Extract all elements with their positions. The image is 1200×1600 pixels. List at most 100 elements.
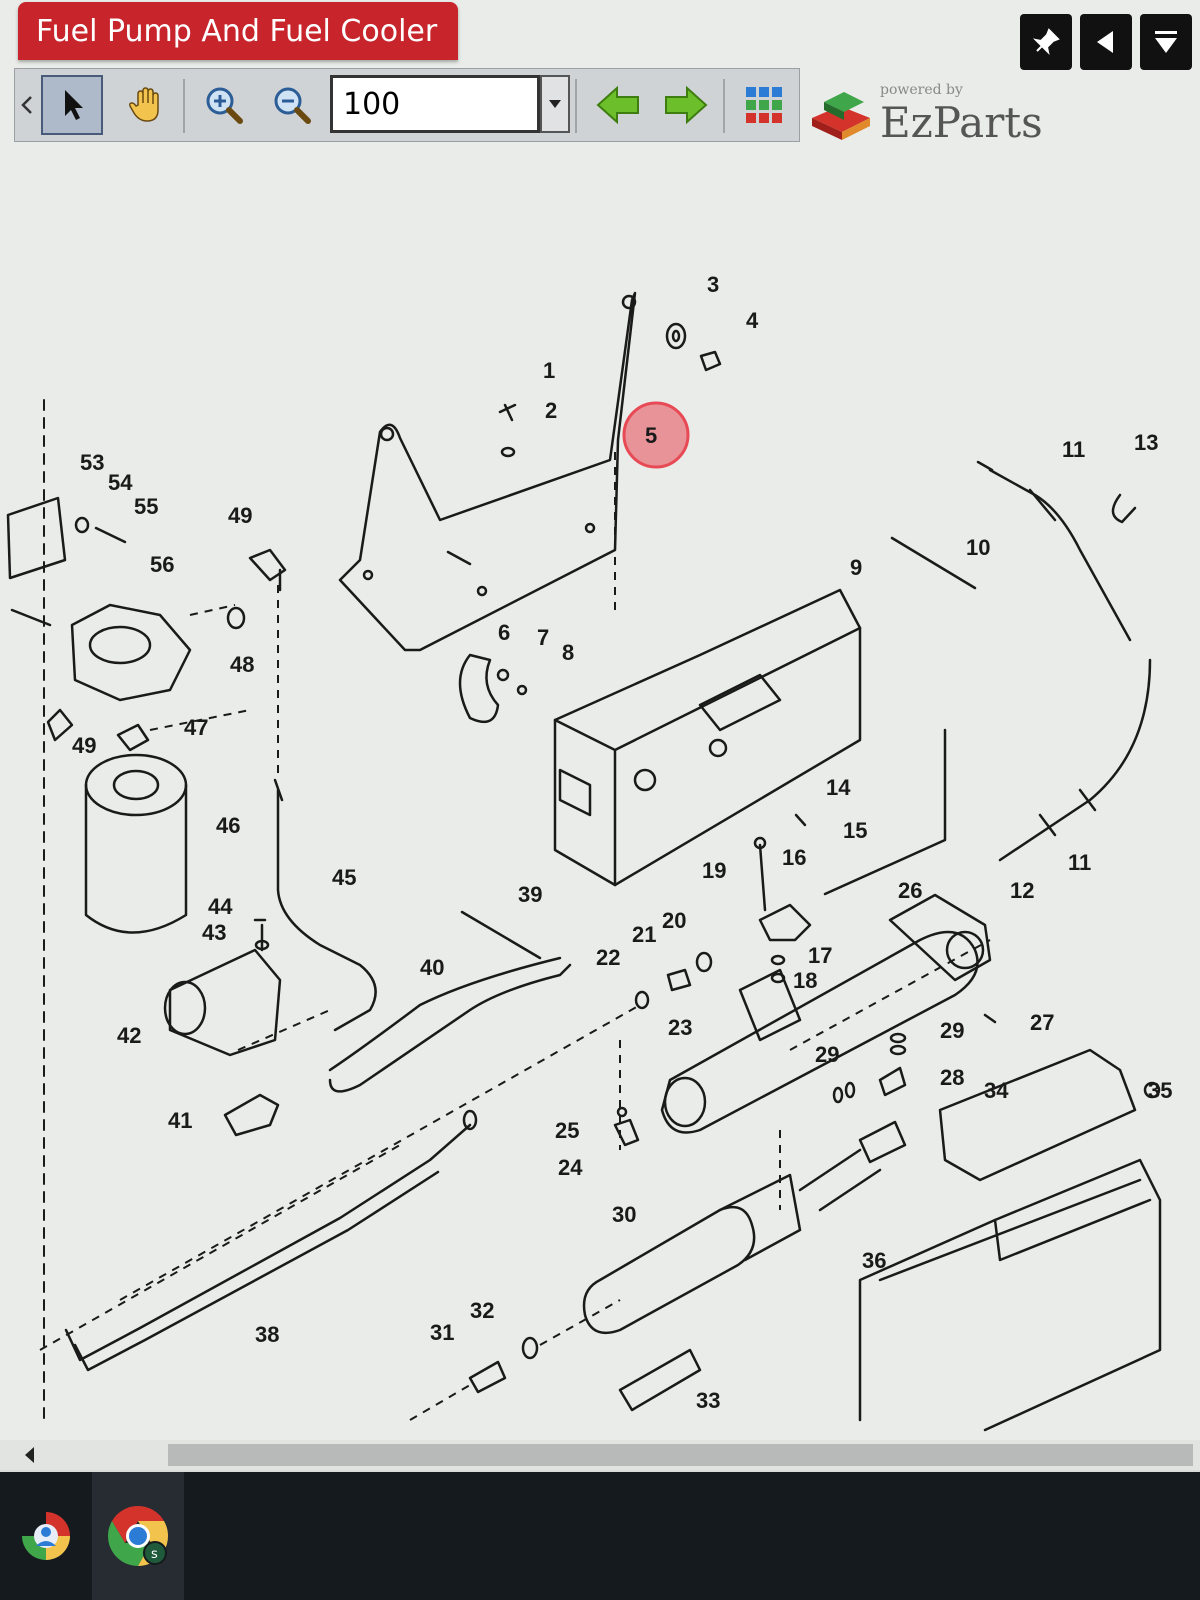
next-page-button[interactable] [655, 75, 717, 135]
page-title-text: Fuel Pump And Fuel Cooler [36, 13, 438, 49]
callout-label[interactable]: 14 [826, 775, 851, 800]
callout-label[interactable]: 43 [202, 920, 226, 945]
callout-label[interactable]: 53 [80, 450, 104, 475]
callout-label[interactable]: 6 [498, 620, 510, 645]
callout-label[interactable]: 21 [632, 922, 656, 947]
callout-label[interactable]: 56 [150, 552, 174, 577]
callout-label[interactable]: 36 [862, 1248, 886, 1273]
zoom-out-button[interactable] [261, 75, 323, 135]
callout-label[interactable]: 42 [117, 1023, 141, 1048]
profile-badge-icon: s [151, 1547, 158, 1562]
pin-icon [1032, 28, 1060, 56]
callout-label[interactable]: 27 [1030, 1010, 1054, 1035]
chevron-down-icon [549, 100, 561, 108]
contacts-app-icon [22, 1512, 70, 1560]
callout-label[interactable]: 22 [596, 945, 620, 970]
zoom-in-icon [206, 87, 243, 124]
callout-label[interactable]: 4 [746, 308, 759, 333]
exploded-view-drawing: 1 2 3 4 6 7 8 9 10 11 11 12 13 14 15 16 … [6, 272, 1172, 1432]
toolbar-separator [183, 79, 185, 133]
collapse-down-button[interactable] [1140, 14, 1192, 70]
callout-label[interactable]: 11 [1068, 850, 1091, 875]
callout-label[interactable]: 39 [518, 882, 542, 907]
callout-label[interactable]: 33 [696, 1388, 720, 1413]
parts-viewer-screen: Fuel Pump And Fuel Cooler 100 [0, 0, 1200, 1470]
callout-label[interactable]: 25 [555, 1118, 579, 1143]
callout-label[interactable]: 49 [228, 503, 252, 528]
callout-label[interactable]: 54 [108, 470, 133, 495]
callout-label[interactable]: 16 [782, 845, 806, 870]
callout-label[interactable]: 32 [470, 1298, 494, 1323]
callout-label[interactable]: 31 [430, 1320, 454, 1345]
callout-label[interactable]: 11 [1062, 437, 1085, 462]
callout-label[interactable]: 23 [668, 1015, 692, 1040]
taskbar-app-contacts[interactable] [0, 1472, 92, 1600]
callout-label[interactable]: 15 [843, 818, 867, 843]
callout-label[interactable]: 26 [898, 878, 922, 903]
callout-label[interactable]: 24 [558, 1155, 583, 1180]
callout-label[interactable]: 2 [545, 398, 557, 423]
zoom-level-value: 100 [343, 86, 401, 122]
callout-label[interactable]: 18 [793, 968, 817, 993]
scroll-left-icon[interactable] [22, 1445, 38, 1465]
callout-label[interactable]: 12 [1010, 878, 1034, 903]
callout-label[interactable]: 17 [808, 943, 832, 968]
horizontal-scrollbar[interactable] [0, 1440, 1200, 1470]
callout-label[interactable]: 3 [707, 272, 719, 297]
callout-label[interactable]: 8 [562, 640, 574, 665]
scrollbar-thumb[interactable] [168, 1444, 1193, 1466]
callout-label[interactable]: 41 [168, 1108, 192, 1133]
triangle-left-icon [1097, 31, 1113, 53]
select-tool-button[interactable] [41, 75, 103, 135]
toolbar-separator [723, 79, 725, 133]
viewer-toolbar: 100 [14, 68, 800, 142]
toolbar-scroll-left[interactable] [17, 75, 37, 135]
callout-label[interactable]: 45 [332, 865, 356, 890]
highlight-marker[interactable] [622, 401, 690, 469]
callout-label[interactable]: 49 [72, 733, 96, 758]
callout-label[interactable]: 44 [208, 894, 233, 919]
callout-label[interactable]: 29 [940, 1018, 964, 1043]
callout-label[interactable]: 19 [702, 858, 726, 883]
callout-label[interactable]: 46 [216, 813, 240, 838]
callout-label[interactable]: 1 [543, 358, 555, 383]
callout-label[interactable]: 47 [184, 715, 208, 740]
previous-page-button[interactable] [587, 75, 649, 135]
pin-button[interactable] [1020, 14, 1072, 70]
callout-label[interactable]: 35 [1148, 1078, 1172, 1103]
parts-diagram[interactable]: 1 2 3 4 6 7 8 9 10 11 11 12 13 14 15 16 … [0, 150, 1200, 1440]
pan-hand-icon [129, 87, 159, 122]
back-arrow-icon [596, 85, 639, 125]
page-title: Fuel Pump And Fuel Cooler [18, 2, 458, 60]
callout-label[interactable]: 55 [134, 494, 158, 519]
callout-label[interactable]: 13 [1134, 430, 1158, 455]
collapse-left-button[interactable] [1080, 14, 1132, 70]
select-arrow-icon [65, 90, 83, 120]
window-controls [1020, 14, 1192, 70]
taskbar-app-chrome[interactable]: s [92, 1472, 184, 1600]
pan-tool-button[interactable] [115, 75, 177, 135]
callout-label[interactable]: 48 [230, 652, 254, 677]
callout-label[interactable]: 28 [940, 1065, 964, 1090]
callout-label[interactable]: 40 [420, 955, 444, 980]
highlighted-callout[interactable]: 5 [645, 423, 657, 448]
thumbnail-grid-button[interactable] [733, 75, 795, 135]
callout-label[interactable]: 34 [984, 1078, 1009, 1103]
callout-label[interactable]: 10 [966, 535, 990, 560]
os-taskbar: s [0, 1472, 1200, 1600]
triangle-down-icon [1155, 31, 1177, 53]
zoom-level-input[interactable]: 100 [330, 75, 540, 133]
callout-label[interactable]: 7 [537, 625, 549, 650]
toolbar-separator [575, 79, 577, 133]
callout-label[interactable]: 20 [662, 908, 686, 933]
callout-label[interactable]: 29 [815, 1042, 839, 1067]
callout-label[interactable]: 9 [850, 555, 862, 580]
zoom-level-dropdown[interactable] [540, 75, 570, 133]
chrome-browser-icon: s [107, 1506, 169, 1566]
grid-icon [746, 87, 782, 123]
zoom-in-button[interactable] [193, 75, 255, 135]
ezparts-cube-icon [812, 92, 870, 140]
callout-label[interactable]: 38 [255, 1322, 279, 1347]
zoom-out-icon [274, 87, 311, 124]
callout-label[interactable]: 30 [612, 1202, 636, 1227]
